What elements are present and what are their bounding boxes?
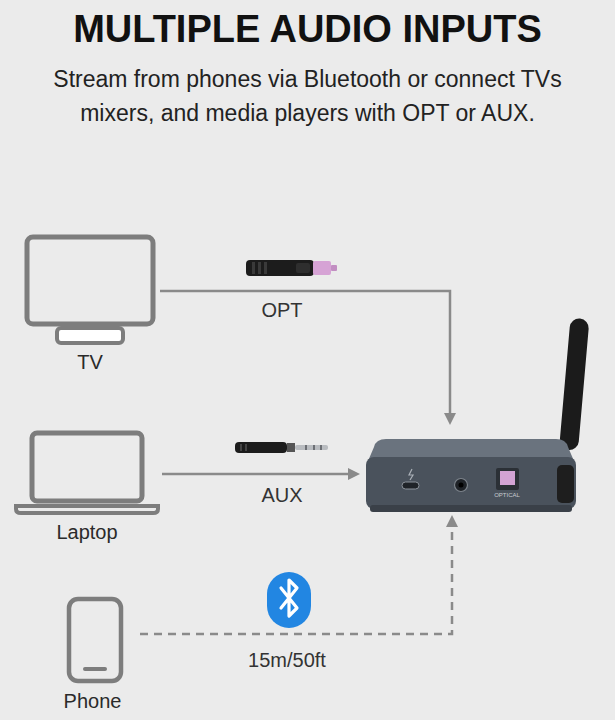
optical-plug <box>246 260 337 276</box>
connector-line <box>162 473 352 476</box>
receiver-device: OPTICAL <box>360 425 580 515</box>
arrow-head <box>446 515 458 527</box>
title-text: MULTIPLE AUDIO INPUTS <box>0 6 615 52</box>
laptop-icon: Laptop <box>12 428 162 546</box>
bluetooth-icon <box>267 572 311 628</box>
connector-label: 15m/50ft <box>227 648 347 672</box>
connector-label: AUX <box>242 483 322 507</box>
subtitle-text: Stream from phones via Bluetooth or conn… <box>15 62 600 130</box>
device-body <box>360 425 580 515</box>
tv-icon: TV <box>20 230 160 375</box>
signal-connector <box>140 515 458 634</box>
connector-line <box>160 291 450 417</box>
node-label: Phone <box>45 689 140 713</box>
signal-connector <box>160 291 456 425</box>
phone-icon: Phone <box>45 595 140 715</box>
connector-label: OPT <box>242 298 322 322</box>
arrow-head <box>444 413 456 425</box>
connector-line <box>140 523 452 634</box>
aux-plug <box>235 442 328 453</box>
node-label: TV <box>20 350 160 374</box>
arrow-head <box>348 468 360 480</box>
port-label: OPTICAL <box>487 491 527 499</box>
signal-connector <box>162 468 360 480</box>
antenna <box>559 318 589 451</box>
node-label: Laptop <box>12 520 162 544</box>
